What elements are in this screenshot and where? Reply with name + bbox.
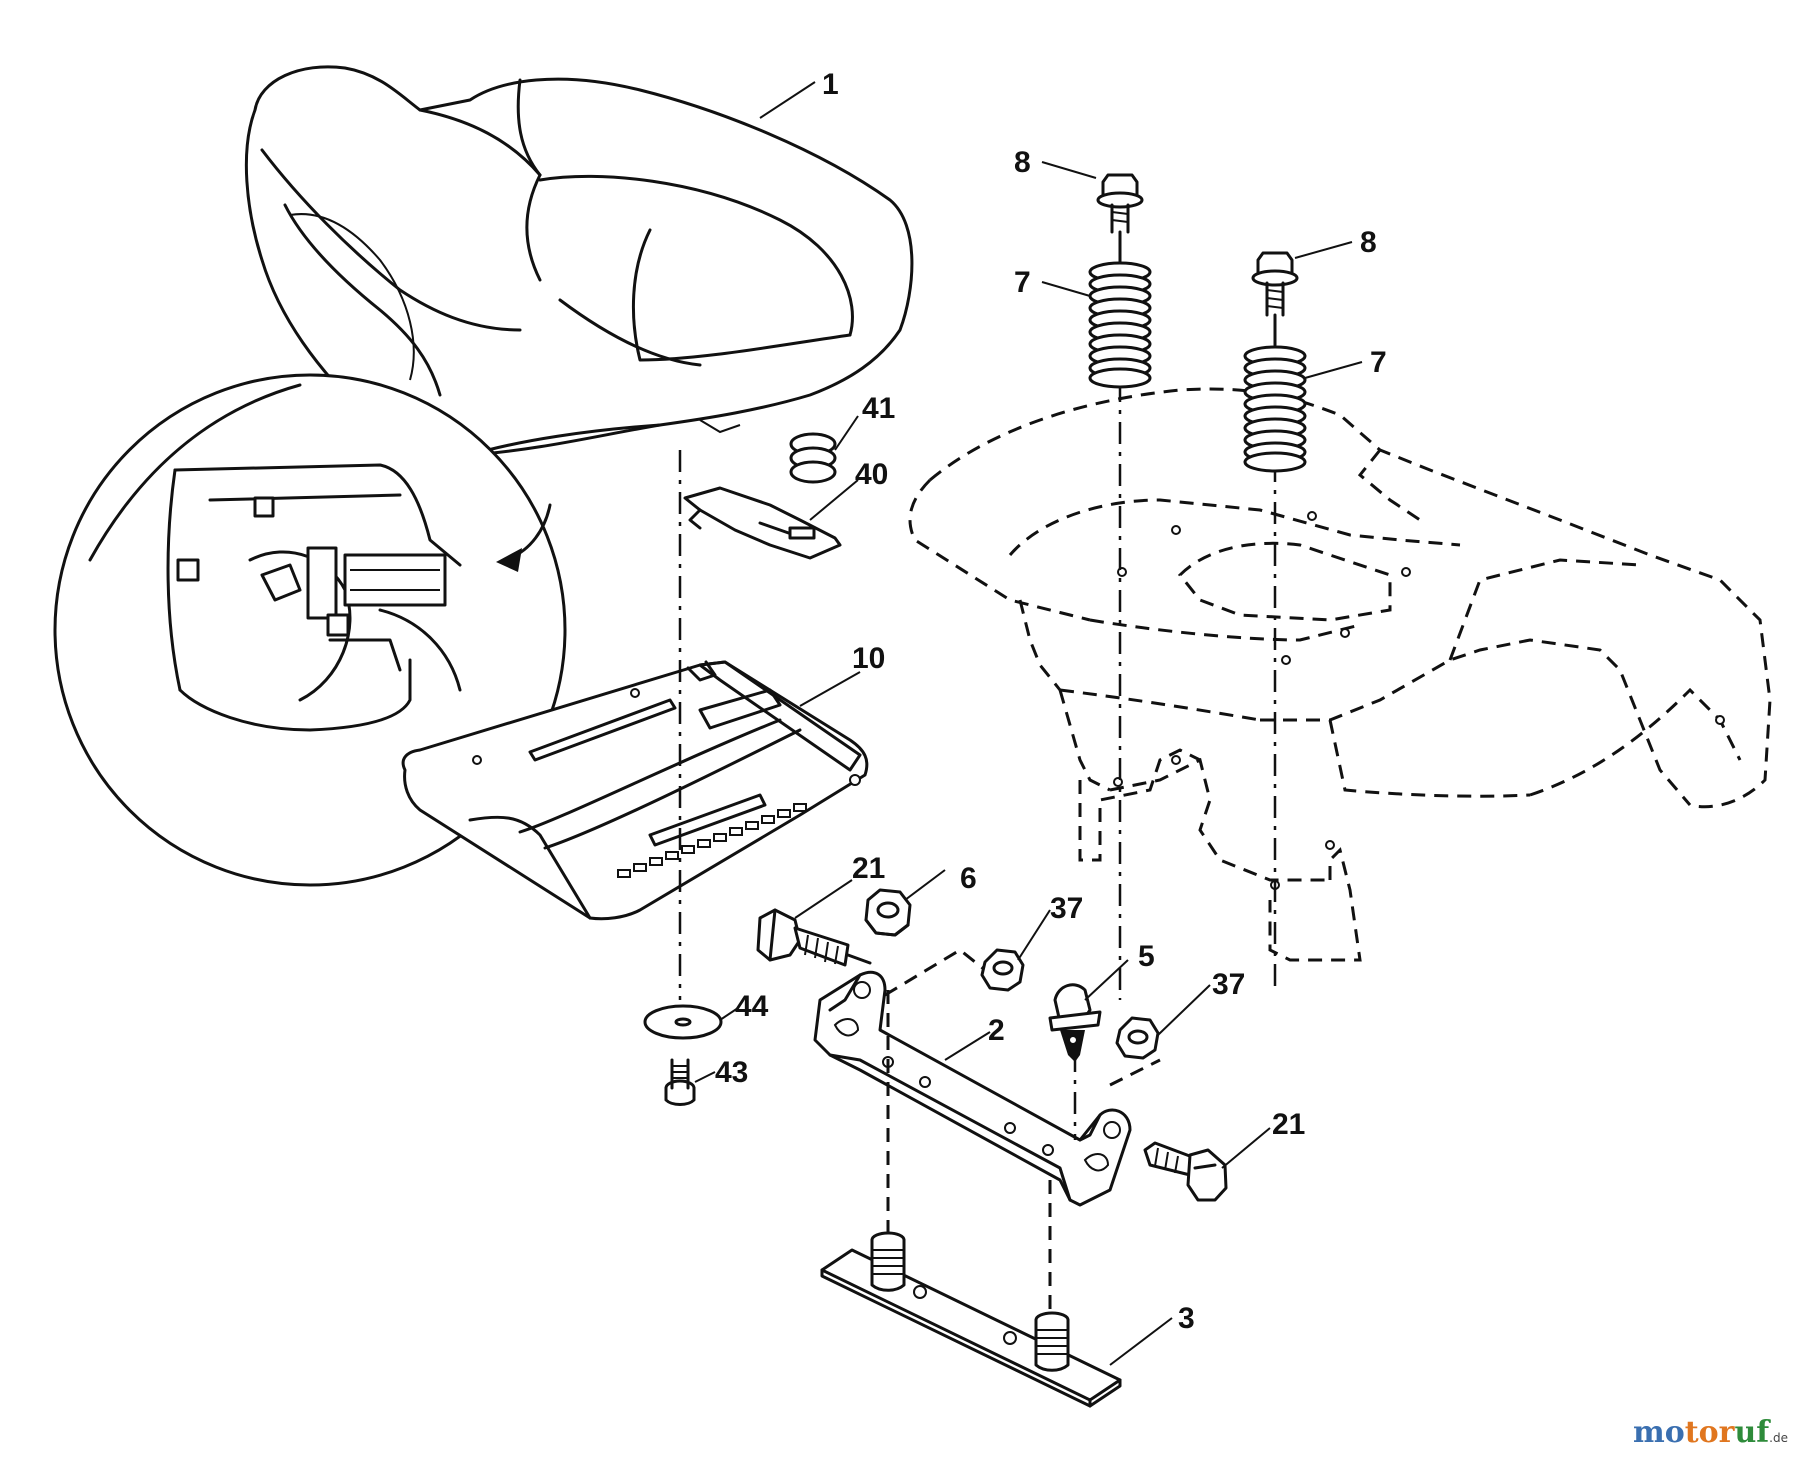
part-labels: 1 8 8 7 7 41 40 10 21 6 37 5 37 44 2 43 …	[715, 68, 1387, 1335]
label-21-right: 21	[1272, 1108, 1305, 1141]
bolt-8-right	[1251, 251, 1299, 347]
assembly-line-bracket-right-top	[1109, 1058, 1161, 1087]
label-7-left: 7	[1014, 266, 1031, 299]
washer-44	[643, 1004, 723, 1040]
label-40: 40	[855, 458, 888, 491]
nut-37-lower	[1115, 1016, 1160, 1060]
clip-5	[1048, 983, 1102, 1062]
watermark-tld: .de	[1769, 1431, 1788, 1445]
label-10: 10	[852, 642, 885, 675]
label-8-left: 8	[1014, 146, 1031, 179]
seat-pan-10	[401, 660, 869, 921]
label-8-right: 8	[1360, 226, 1377, 259]
plate-stud-left	[870, 1231, 906, 1292]
spring-7-right	[1243, 345, 1307, 473]
adjustment-slots	[617, 803, 807, 878]
label-2: 2	[988, 1014, 1005, 1047]
fender-outline	[908, 387, 1772, 962]
bracket-2	[813, 970, 1132, 1207]
label-44: 44	[735, 990, 769, 1023]
nut-37-upper	[980, 948, 1025, 992]
plate-stud-right	[1034, 1311, 1070, 1372]
watermark-part-3: uf	[1734, 1415, 1770, 1450]
label-1: 1	[822, 68, 839, 101]
spring-41	[789, 432, 837, 484]
bolt-43	[664, 1058, 696, 1106]
leader-lines	[694, 81, 1363, 1366]
assembly-line-bracket-top	[884, 948, 986, 997]
watermark-logo: motoruf.de	[1633, 1415, 1788, 1450]
spring-7-left	[1088, 261, 1152, 389]
nut-6	[864, 888, 912, 937]
label-43: 43	[715, 1056, 748, 1089]
bolt-8-left	[1096, 173, 1144, 264]
label-37-lower: 37	[1212, 968, 1245, 1001]
label-41: 41	[862, 392, 895, 425]
watermark-part-1: mo	[1633, 1415, 1685, 1450]
bracket-40	[683, 486, 842, 560]
fender-holes	[1113, 511, 1725, 890]
watermark-part-2: tor	[1684, 1415, 1735, 1450]
label-3: 3	[1178, 1302, 1195, 1335]
label-5: 5	[1138, 940, 1155, 973]
label-6: 6	[960, 862, 977, 895]
plate-3	[820, 1231, 1122, 1408]
bolt-21-left	[756, 908, 872, 967]
label-21-left: 21	[852, 852, 885, 885]
bolt-21-right	[1143, 1141, 1228, 1202]
label-7-right: 7	[1370, 346, 1387, 379]
label-37-upper: 37	[1050, 892, 1083, 925]
seat	[244, 65, 914, 458]
